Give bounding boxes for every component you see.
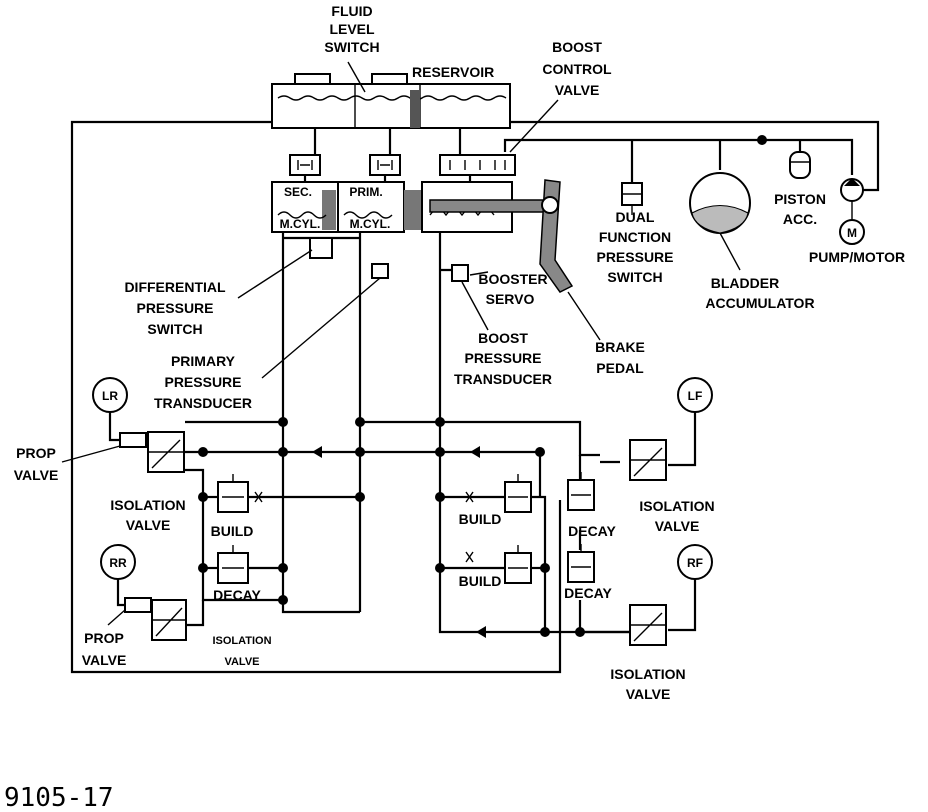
wheel-circles bbox=[92, 377, 713, 580]
build-right-bottom-label: BUILD bbox=[459, 573, 502, 589]
fluid-level-switch-l3: SWITCH bbox=[324, 39, 379, 55]
sec-mcyl-l1: SEC. bbox=[284, 185, 312, 199]
label-boost-pressure-transducer: BOOST PRESSURE TRANSDUCER bbox=[454, 330, 552, 387]
prim-mcyl-l1: PRIM. bbox=[349, 185, 382, 199]
reservoir-label: RESERVOIR bbox=[412, 64, 494, 80]
switch-components bbox=[309, 182, 643, 282]
dps-l1: DIFFERENTIAL bbox=[124, 279, 226, 295]
cylinder-valves bbox=[289, 154, 516, 176]
isolation-valve-rr-l1: ISOLATION bbox=[212, 635, 271, 647]
prop-valve-top-l1: PROP bbox=[16, 445, 56, 461]
ppt-l2: PRESSURE bbox=[164, 374, 241, 390]
ppt-l3: TRANSDUCER bbox=[154, 395, 252, 411]
boost-control-valve-l1: BOOST bbox=[552, 39, 602, 55]
isolation-valve-lr-l2: VALVE bbox=[126, 517, 171, 533]
isolation-valve-rf-l2: VALVE bbox=[626, 686, 671, 702]
reservoir bbox=[271, 73, 511, 129]
dps-l2: PRESSURE bbox=[136, 300, 213, 316]
wheel-rf: RF bbox=[687, 556, 703, 570]
bladder-accumulator bbox=[689, 172, 751, 234]
isolation-valve-lr bbox=[147, 431, 185, 473]
boost-control-valve-l2: CONTROL bbox=[542, 61, 612, 77]
piston-acc-l1: PISTON bbox=[774, 191, 826, 207]
isolation-valve-rr bbox=[151, 599, 187, 641]
junction-dots bbox=[198, 135, 767, 637]
isolation-valve-lr-l1: ISOLATION bbox=[110, 497, 185, 513]
wheel-rr: RR bbox=[109, 556, 127, 570]
ppt-l1: PRIMARY bbox=[171, 353, 236, 369]
brake-pedal bbox=[429, 179, 574, 293]
piston-accumulator bbox=[789, 151, 811, 179]
prop-valve-bottom-l2: VALVE bbox=[82, 652, 127, 668]
prop-valve-top-l2: VALVE bbox=[14, 467, 59, 483]
pump-motor bbox=[839, 178, 865, 245]
label-differential-pressure-switch: DIFFERENTIAL PRESSURE SWITCH bbox=[124, 279, 226, 337]
label-primary-pressure-transducer: PRIMARY PRESSURE TRANSDUCER bbox=[154, 353, 252, 411]
bladder-accumulator-l2: ACCUMULATOR bbox=[705, 295, 814, 311]
fluid-level-switch-l1: FLUID bbox=[331, 3, 372, 19]
bpt-l3: TRANSDUCER bbox=[454, 371, 552, 387]
isolation-valve-lf-l2: VALVE bbox=[655, 518, 700, 534]
label-fluid-level-switch: FLUID LEVEL SWITCH bbox=[324, 3, 379, 55]
label-dual-function-pressure-switch: DUAL FUNCTION PRESSURE SWITCH bbox=[596, 209, 673, 285]
fluid-level-switch-l2: LEVEL bbox=[329, 21, 375, 37]
build-decay-valves bbox=[217, 472, 595, 584]
wheel-lr: LR bbox=[102, 389, 118, 403]
brake-pedal-l1: BRAKE bbox=[595, 339, 645, 355]
isolation-valves bbox=[147, 431, 667, 646]
dps-l3: SWITCH bbox=[147, 321, 202, 337]
booster-servo-l1: BOOSTER bbox=[478, 271, 547, 287]
prop-valve-bottom-l1: PROP bbox=[84, 630, 124, 646]
isolation-valve-rf bbox=[629, 604, 667, 646]
leader-lines bbox=[61, 61, 741, 626]
motor-symbol: M bbox=[847, 226, 857, 240]
isolation-valve-lf-l1: ISOLATION bbox=[639, 498, 714, 514]
wheel-lf: LF bbox=[688, 389, 703, 403]
sec-mcyl-l2: M.CYL. bbox=[280, 217, 321, 231]
bladder-accumulator-l1: BLADDER bbox=[711, 275, 779, 291]
dfps-l4: SWITCH bbox=[607, 269, 662, 285]
isolation-valve-rf-l1: ISOLATION bbox=[610, 666, 685, 682]
figure-number: 9105-17 bbox=[4, 783, 114, 812]
isolation-valve-lf bbox=[629, 439, 667, 481]
build-left-label: BUILD bbox=[211, 523, 254, 539]
pump-motor-label: PUMP/MOTOR bbox=[809, 249, 905, 265]
piston-acc-l2: ACC. bbox=[783, 211, 817, 227]
boost-control-valve-l3: VALVE bbox=[555, 82, 600, 98]
decay-right-bottom-label: DECAY bbox=[564, 585, 612, 601]
decay-right-top-label: DECAY bbox=[568, 523, 616, 539]
dfps-l2: FUNCTION bbox=[599, 229, 671, 245]
label-boost-control-valve: BOOST CONTROL VALVE bbox=[542, 39, 612, 98]
prim-mcyl-l2: M.CYL. bbox=[350, 217, 391, 231]
bpt-l2: PRESSURE bbox=[464, 350, 541, 366]
isolation-valve-rr-l2: VALVE bbox=[224, 656, 259, 668]
brake-pedal-l2: PEDAL bbox=[596, 360, 644, 376]
dfps-l1: DUAL bbox=[616, 209, 655, 225]
dfps-l3: PRESSURE bbox=[596, 249, 673, 265]
check-valves bbox=[254, 446, 486, 638]
bpt-l1: BOOST bbox=[478, 330, 528, 346]
booster-servo-l2: SERVO bbox=[486, 291, 535, 307]
decay-left-label: DECAY bbox=[213, 587, 261, 603]
build-right-top-label: BUILD bbox=[459, 511, 502, 527]
